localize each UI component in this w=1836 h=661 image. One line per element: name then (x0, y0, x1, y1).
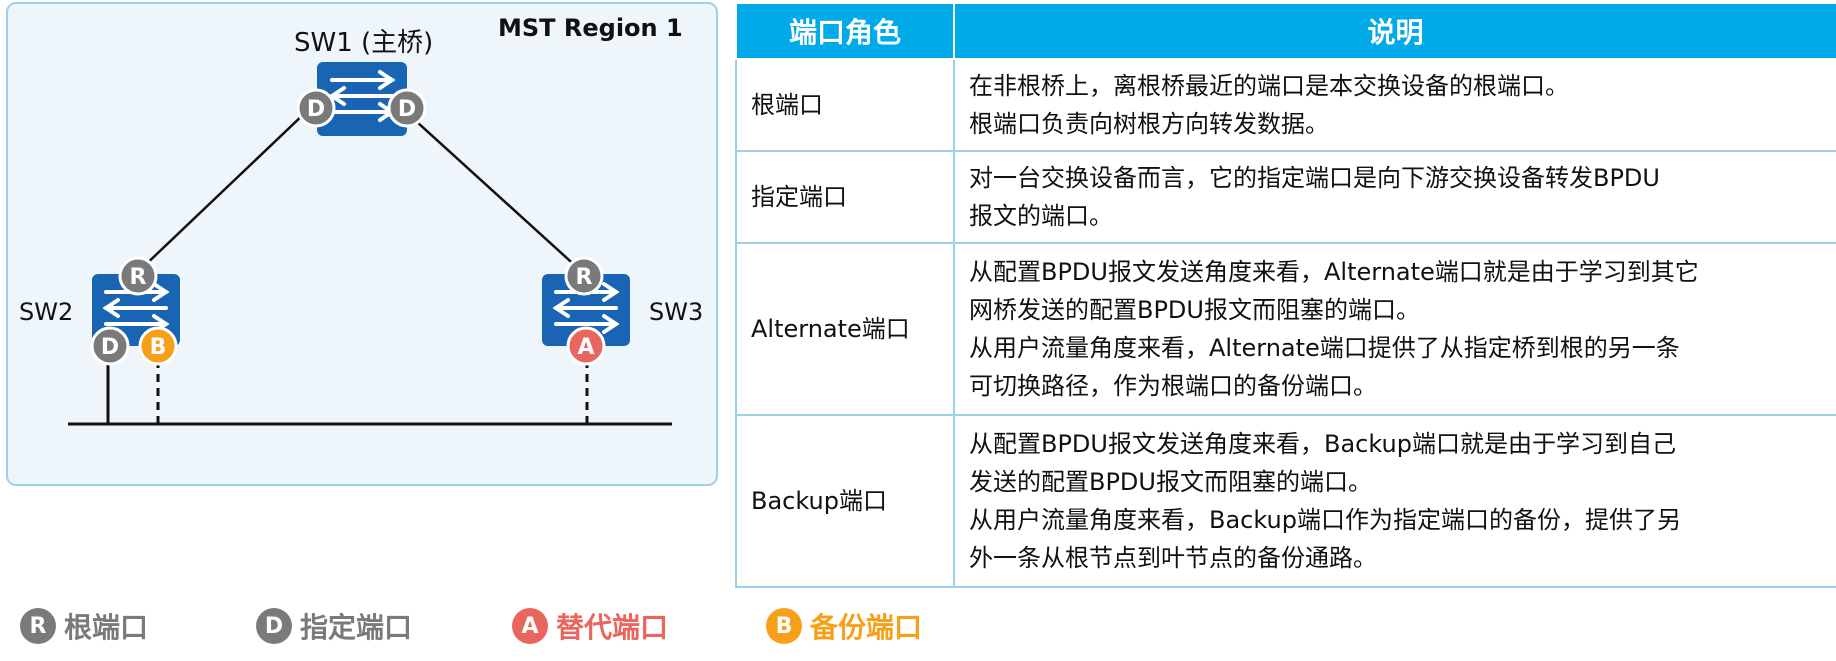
port-role-table: 端口角色 说明 根端口 在非根桥上，离根桥最近的端口是本交换设备的根端口。 根端… (735, 2, 1836, 588)
link-sw1-sw3 (405, 111, 581, 271)
description-cell: 对一台交换设备而言，它的指定端口是向下游交换设备转发BPDU 报文的端口。 (953, 150, 1836, 244)
legend-label: 替代端口 (556, 611, 669, 644)
legend-designated-port: D 指定端口 (256, 604, 412, 648)
designated-port-badge-icon: D (256, 608, 292, 644)
sw1-label: SW1 (主桥) (294, 28, 434, 58)
svg-text:A: A (577, 335, 594, 360)
legend-backup-port: B 备份端口 (766, 604, 922, 648)
role-cell: Alternate端口 (735, 242, 955, 416)
description-line: 发送的配置BPDU报文而阻塞的端口。 (969, 468, 1372, 496)
table-row: Backup端口 从配置BPDU报文发送角度来看，Backup端口就是由于学习到… (735, 414, 1836, 588)
sw1-right-designated-port: D (387, 88, 427, 128)
sw2-designated-port: D (90, 326, 130, 366)
sw2-label: SW2 (19, 298, 74, 326)
svg-text:D: D (398, 97, 416, 122)
svg-text:R: R (576, 265, 593, 290)
table-header-row: 端口角色 说明 (735, 2, 1836, 60)
sw3-alternate-port: A (566, 326, 606, 366)
legend-label: 指定端口 (300, 611, 413, 644)
header-role: 端口角色 (735, 2, 955, 60)
svg-text:R: R (130, 265, 147, 290)
description-line: 可切换路径，作为根端口的备份端口。 (969, 372, 1377, 400)
svg-text:D: D (307, 97, 325, 122)
table-row: 根端口 在非根桥上，离根桥最近的端口是本交换设备的根端口。 根端口负责向树根方向… (735, 58, 1836, 152)
role-cell: 根端口 (735, 58, 955, 152)
description-line: 外一条从根节点到叶节点的备份通路。 (969, 544, 1377, 572)
sw3-root-port: R (564, 256, 604, 296)
legend-alternate-port: A 替代端口 (512, 604, 668, 648)
role-cell: 指定端口 (735, 150, 955, 244)
description-cell: 从配置BPDU报文发送角度来看，Alternate端口就是由于学习到其它 网桥发… (953, 242, 1836, 416)
description-line: 从用户流量角度来看，Alternate端口提供了从指定桥到根的另一条 (969, 334, 1680, 362)
description-line: 报文的端口。 (969, 202, 1113, 230)
sw2-root-port: R (118, 256, 158, 296)
region-label: MST Region 1 (498, 14, 683, 42)
description-line: 在非根桥上，离根桥最近的端口是本交换设备的根端口。 (969, 72, 1569, 100)
legend-root-port: R 根端口 (20, 604, 148, 648)
alternate-port-badge-icon: A (512, 608, 548, 644)
legend-label: 根端口 (64, 611, 149, 644)
sw1-switch-icon (317, 62, 407, 136)
table-row: 指定端口 对一台交换设备而言，它的指定端口是向下游交换设备转发BPDU 报文的端… (735, 150, 1836, 244)
root-port-badge-icon: R (20, 608, 56, 644)
description-line: 对一台交换设备而言，它的指定端口是向下游交换设备转发BPDU (969, 164, 1660, 192)
sw3-label: SW3 (649, 298, 704, 326)
sw1-left-designated-port: D (296, 88, 336, 128)
backup-port-badge-icon: B (766, 608, 802, 644)
header-description: 说明 (953, 2, 1836, 60)
description-line: 从配置BPDU报文发送角度来看，Alternate端口就是由于学习到其它 (969, 258, 1699, 286)
svg-text:B: B (150, 335, 167, 360)
svg-text:D: D (101, 335, 119, 360)
sw2-backup-port: B (138, 326, 178, 366)
description-line: 根端口负责向树根方向转发数据。 (969, 110, 1329, 138)
description-line: 从用户流量角度来看，Backup端口作为指定端口的备份，提供了另 (969, 506, 1681, 534)
role-cell: Backup端口 (735, 414, 955, 588)
legend-label: 备份端口 (810, 611, 923, 644)
description-cell: 从配置BPDU报文发送角度来看，Backup端口就是由于学习到自己 发送的配置B… (953, 414, 1836, 588)
description-line: 从配置BPDU报文发送角度来看，Backup端口就是由于学习到自己 (969, 430, 1676, 458)
table-row: Alternate端口 从配置BPDU报文发送角度来看，Alternate端口就… (735, 242, 1836, 416)
description-line: 网桥发送的配置BPDU报文而阻塞的端口。 (969, 296, 1420, 324)
description-cell: 在非根桥上，离根桥最近的端口是本交换设备的根端口。 根端口负责向树根方向转发数据… (953, 58, 1836, 152)
link-sw1-sw2 (139, 111, 307, 271)
topology-diagram: D D R D B R A (68, 62, 672, 426)
